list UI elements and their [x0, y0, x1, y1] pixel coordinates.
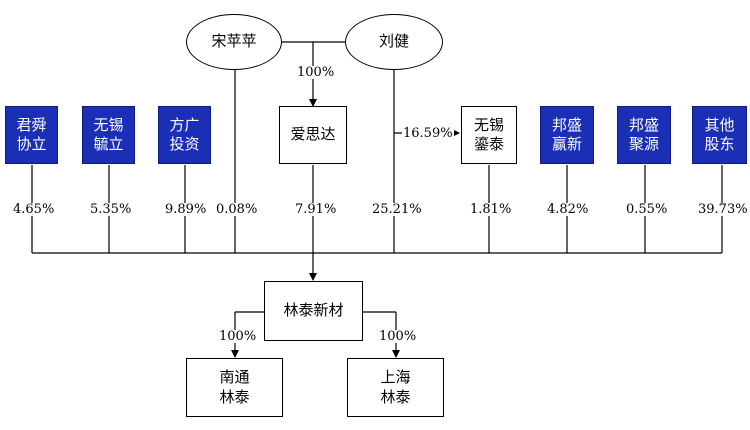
pct-bangsheng-yingxin: 4.82%	[546, 202, 590, 217]
node-line-1: 其他	[704, 115, 735, 134]
company-lintai-new-materials: 林泰新材	[264, 281, 363, 341]
pct-wuxi-luntai: 1.81%	[469, 202, 513, 217]
node-line-2: 林泰	[380, 387, 411, 406]
shareholder-liu-label: 刘健	[378, 32, 409, 51]
pct-aisida: 7.91%	[294, 202, 338, 217]
node-line-2: 赢新	[551, 135, 582, 153]
shareholder-song-label: 宋苹苹	[211, 32, 257, 51]
shareholder-bangsheng-yingxin: 邦盛 赢新	[540, 106, 594, 164]
pct-to-shanghai: 100%	[378, 329, 418, 344]
shareholder-bangsheng-juyuan: 邦盛 聚源	[617, 106, 671, 164]
shareholder-song-pingping: 宋苹苹	[186, 14, 282, 70]
pct-fangguang: 9.89%	[164, 202, 208, 217]
node-line-2: 投资	[169, 135, 200, 153]
shareholder-wuxi-liuli: 无锡 毓立	[82, 106, 135, 164]
node-line-1: 邦盛	[551, 115, 582, 134]
subsidiary-shanghai-lintai: 上海 林泰	[347, 358, 444, 417]
pct-liu: 25.21%	[371, 202, 423, 217]
pct-song: 0.08%	[215, 202, 259, 217]
shareholder-wuxi-luntai: 无锡 鎏泰	[461, 106, 517, 164]
node-line-2: 协立	[16, 135, 47, 153]
node-line-1: 上海	[380, 368, 411, 386]
shareholder-liu-jian: 刘健	[345, 14, 443, 70]
pct-liu-to-luntai: 16.59%	[402, 126, 454, 141]
subsidiary-nantong-lintai: 南通 林泰	[186, 358, 283, 417]
node-line-1: 无锡	[93, 115, 124, 134]
node-line-2: 鎏泰	[473, 135, 504, 153]
pct-to-nantong: 100%	[218, 329, 258, 344]
node-line-1: 爱思达	[290, 125, 336, 144]
node-line-2: 毓立	[93, 135, 124, 153]
node-line-2: 股东	[704, 135, 735, 153]
node-line-1: 南通	[219, 368, 250, 386]
node-line-1: 无锡	[473, 115, 504, 134]
pct-wuxi-liuli: 5.35%	[89, 202, 133, 217]
node-line-1: 邦盛	[628, 115, 659, 134]
pct-junshun: 4.65%	[12, 202, 56, 217]
pct-other: 39.73%	[697, 202, 749, 217]
shareholder-junshun-xieli: 君舜 协立	[5, 106, 58, 164]
node-line-2: 聚源	[628, 135, 659, 153]
shareholder-fangguang-investment: 方广 投资	[158, 106, 211, 164]
shareholder-other: 其他 股东	[692, 106, 747, 164]
node-line-1: 林泰新材	[283, 301, 344, 320]
node-line-1: 方广	[169, 115, 200, 134]
shareholder-aisida: 爱思达	[279, 106, 347, 164]
pct-bangsheng-juyuan: 0.55%	[625, 202, 669, 217]
node-line-2: 林泰	[219, 387, 250, 406]
node-line-1: 君舜	[16, 115, 47, 134]
pct-song-to-aisida: 100%	[296, 65, 336, 80]
